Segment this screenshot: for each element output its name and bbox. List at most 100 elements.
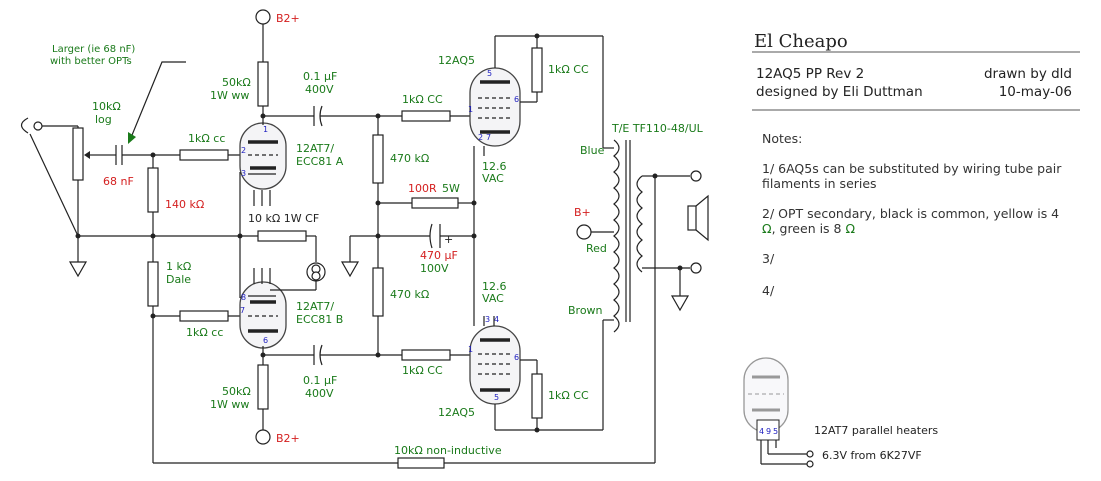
- ground-icon: [340, 261, 360, 278]
- tube-a-plate-pin: 1: [263, 125, 268, 134]
- output-transformer: T/E TF110-48/UL Blue Red Brown: [568, 122, 709, 463]
- note-1-line-2: filaments in series: [762, 176, 877, 191]
- date: 10-may-06: [999, 84, 1072, 100]
- resistor-140k: [147, 167, 159, 213]
- b-plus-label: B+: [574, 206, 591, 219]
- note-4: 4/: [762, 283, 775, 298]
- note-2-line-2: Ω, green is 8 Ω: [762, 221, 855, 236]
- screen-resistor-top-value: 1kΩ CC: [548, 63, 589, 76]
- resistor-1k-dale: [147, 261, 159, 307]
- grid-stopper-a: [179, 149, 229, 161]
- electrolytic-cap-rating: 100V: [420, 262, 449, 275]
- output-tube-top: 5 1 6 2 7 12AQ5 12.6 VAC: [438, 54, 521, 185]
- output-bottom-type: 12AQ5: [438, 406, 475, 419]
- heater-note: 12AT7 parallel heaters: [814, 424, 938, 437]
- grid-leak-bottom: [372, 267, 384, 317]
- output-top-pin-7: 7: [486, 133, 491, 142]
- coupling-cap-bottom-rating: 400V: [305, 387, 334, 400]
- screen-resistor-top: [531, 47, 543, 93]
- lead-brown: Brown: [568, 304, 603, 317]
- drawn-by: drawn by dld: [984, 66, 1072, 82]
- screen-resistor-bottom: [531, 373, 543, 419]
- lead-red: Red: [586, 242, 607, 255]
- designed-by: designed by Eli Duttman: [756, 84, 923, 100]
- driver-tube-b: 8 7 6 12AT7/ ECC81 B: [239, 268, 343, 349]
- tube-b-type: 12AT7/: [296, 300, 334, 313]
- lead-blue: Blue: [580, 144, 605, 157]
- output-tube-bottom: 3 4 1 6 5 12AQ5 12.6 VAC: [438, 280, 521, 419]
- coupling-cap-top-value: 0.1 µF: [303, 70, 337, 83]
- resistor-dale-value: 1 kΩ: [166, 260, 191, 273]
- plate-load-top-rating: 1W ww: [210, 89, 249, 102]
- speaker-icon: [687, 205, 697, 231]
- heater-pin-4: 4: [759, 427, 764, 436]
- note-1-line-1: 1/ 6AQ5s can be substituted by wiring tu…: [762, 161, 1062, 176]
- pot-value: 10kΩ: [92, 100, 121, 113]
- plate-load-top-value: 50kΩ: [222, 76, 251, 89]
- b2-plus-bottom: B2+: [276, 432, 300, 445]
- tube-b-grid-pin: 7: [240, 306, 245, 315]
- output-grid-stopper-bottom-value: 1kΩ CC: [402, 364, 443, 377]
- svg-text:+: +: [444, 233, 453, 246]
- tube-b-plate-pin: 6: [263, 336, 268, 345]
- tube-a-type: 12AT7/: [296, 142, 334, 155]
- grid-stopper-b-value: 1kΩ cc: [186, 326, 223, 339]
- heater-source: 6.3V from 6K27VF: [822, 449, 922, 462]
- transformer-model: T/E TF110-48/UL: [611, 122, 704, 135]
- input-cap-value: 68 nF: [103, 175, 134, 188]
- b2-plus-top: B2+: [276, 12, 300, 25]
- input-jack-icon: [20, 117, 29, 134]
- resistor-dale-name: Dale: [166, 273, 191, 286]
- output-top-pin-6: 6: [514, 95, 519, 104]
- driver-tube-a: 1 2 3 12AT7/ ECC81 A: [239, 122, 344, 206]
- output-top-heater-vac: VAC: [482, 172, 504, 185]
- note-3: 3/: [762, 251, 775, 266]
- plate-load-bottom-rating: 1W ww: [210, 398, 249, 411]
- output-bottom-pin-1: 1: [468, 345, 473, 354]
- grid-leak-bottom-value: 470 kΩ: [390, 288, 429, 301]
- notes-heading: Notes:: [762, 131, 802, 146]
- output-bottom-heater-v: 12.6: [482, 280, 507, 293]
- resistor-100r-value: 100R: [408, 182, 437, 195]
- coupling-cap-bottom-value: 0.1 µF: [303, 374, 337, 387]
- revision: 12AQ5 PP Rev 2: [756, 66, 864, 82]
- heater-pin-9: 9: [766, 427, 771, 436]
- electrolytic-cap-value: 470 µF: [420, 249, 458, 262]
- output-bottom-heater-vac: VAC: [482, 292, 504, 305]
- plate-load-bottom: [257, 364, 269, 410]
- annotation-better-opts: with better OPTs: [50, 56, 132, 67]
- ground-icon: [68, 261, 88, 278]
- plate-load-bottom-value: 50kΩ: [222, 385, 251, 398]
- resistor-100r-rating: 5W: [442, 182, 460, 195]
- feedback-resistor-value: 10kΩ non-inductive: [394, 444, 502, 457]
- driver-network: B2+ 50kΩ 1W ww 0.1 µF 400V B2+ 50kΩ 1W w…: [210, 9, 477, 445]
- output-top-type: 12AQ5: [438, 54, 475, 67]
- feedback-resistor: [397, 457, 445, 469]
- heater-detail: 4 9 5 12AT7 parallel heaters 6.3V from 6…: [743, 357, 938, 468]
- output-bottom-pin-6: 6: [514, 353, 519, 362]
- output-top-pin-5: 5: [487, 69, 492, 78]
- annotation-larger: Larger (ie 68 nF): [52, 44, 135, 55]
- pot-taper: log: [95, 113, 112, 126]
- grid-leak-top: [372, 134, 384, 184]
- output-grid-stopper-bottom: [401, 349, 451, 361]
- notes: Notes: 1/ 6AQ5s can be substituted by wi…: [762, 131, 1062, 298]
- resistor-100r: [411, 197, 459, 209]
- volume-pot: [72, 127, 84, 181]
- output-top-heater-v: 12.6: [482, 160, 507, 173]
- resistor-10k-cf: [257, 230, 307, 242]
- tube-b-name: ECC81 B: [296, 313, 343, 326]
- output-bottom-pin-3: 3: [485, 315, 490, 324]
- feedback-loop: 10kΩ non-inductive: [153, 444, 655, 469]
- tube-a-name: ECC81 A: [296, 155, 344, 168]
- grid-stopper-b: [179, 310, 229, 322]
- screen-resistor-bottom-value: 1kΩ CC: [548, 389, 589, 402]
- tube-b-cathode-pin: 8: [241, 293, 246, 302]
- tube-a-cathode-pin: 3: [241, 169, 246, 178]
- grid-stopper-a-value: 1kΩ cc: [188, 132, 225, 145]
- schematic-title: El Cheapo: [754, 31, 848, 52]
- heater-pin-5: 5: [773, 427, 778, 436]
- output-top-pin-1: 1: [468, 105, 473, 114]
- plate-load-top: [257, 61, 269, 107]
